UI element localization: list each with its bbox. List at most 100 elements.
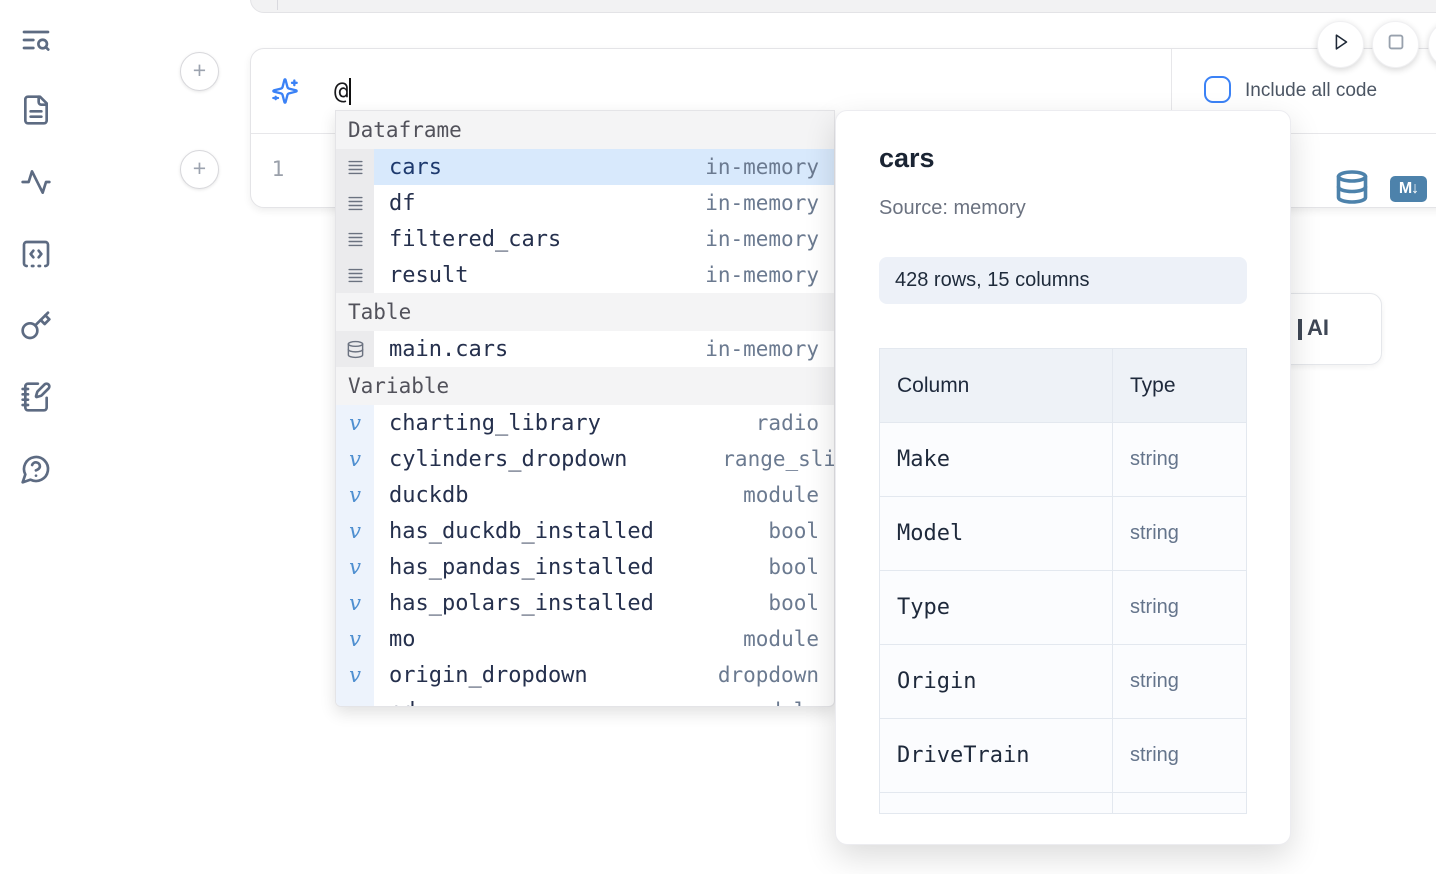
completion-item-meta: bool (768, 555, 819, 579)
completion-item-cars[interactable]: cars in-memory (336, 149, 834, 185)
completion-item-has-polars-installed[interactable]: v has_polars_installed bool (336, 585, 834, 621)
completion-item-df[interactable]: df in-memory (336, 185, 834, 221)
table-row: Type string (880, 571, 1246, 645)
completion-item-name: result (389, 262, 469, 288)
completion-item-name: df (389, 190, 416, 216)
schema-table: Column Type Make string Model string Typ… (879, 348, 1247, 814)
include-all-code-label: Include all code (1245, 80, 1378, 101)
sidebar-item-activity[interactable] (20, 166, 52, 198)
completion-item-name: has_polars_installed (389, 590, 654, 616)
database-icon (1334, 170, 1370, 209)
stop-button[interactable] (1372, 21, 1419, 68)
markdown-convert-button[interactable]: M↓ (1390, 176, 1427, 202)
completion-section-header: Dataframe (336, 111, 834, 149)
completion-item-cylinders-dropdown[interactable]: v cylinders_dropdown range_slider (336, 441, 834, 477)
completion-item-name: has_pandas_installed (389, 554, 654, 580)
completion-item-main-cars[interactable]: main.cars in-memory (336, 331, 834, 367)
completion-item-meta: in-memory (705, 337, 819, 361)
table-row: Origin string (880, 645, 1246, 719)
add-cell-button[interactable]: + (180, 52, 219, 91)
sidebar-item-snippets[interactable] (20, 238, 52, 270)
completion-item-meta: bool (768, 519, 819, 543)
completion-item-name: main.cars (389, 336, 509, 362)
notebook-pen-icon (20, 382, 52, 417)
completion-item-meta: range_slider (722, 447, 835, 471)
sidebar (0, 0, 72, 874)
variable-icon: v (336, 657, 374, 693)
variable-icon: v (336, 549, 374, 585)
sidebar-item-help[interactable] (20, 453, 52, 485)
file-text-icon (20, 95, 52, 130)
sidebar-item-search[interactable] (20, 24, 52, 56)
type-header: Type (1130, 373, 1176, 397)
preview-source: Source: memory (879, 197, 1026, 219)
completion-item-meta: in-memory (705, 191, 819, 215)
sparkles-icon (271, 77, 299, 105)
include-all-code-checkbox[interactable] (1204, 76, 1231, 103)
table-row: Make string (880, 423, 1246, 497)
run-cell-button[interactable] (1317, 21, 1364, 68)
completion-item-result[interactable]: result in-memory (336, 257, 834, 293)
completion-item-meta: radio (755, 411, 819, 435)
text-cursor (349, 77, 352, 105)
add-cell-button[interactable]: + (180, 150, 219, 189)
preview-title: cars (879, 143, 935, 173)
completion-item-name: pd (389, 699, 416, 707)
table-row-partial (880, 793, 1246, 813)
completion-item-origin-dropdown[interactable]: v origin_dropdown dropdown (336, 657, 834, 693)
completion-item-meta: module (743, 483, 819, 507)
previous-cell-gutter-divider (277, 0, 278, 10)
previous-cell-edge (250, 0, 1436, 13)
completion-item-has-pandas-installed[interactable]: v has_pandas_installed bool (336, 549, 834, 585)
variable-icon: v (336, 621, 374, 657)
completion-item-meta: dropdown (717, 663, 819, 687)
completion-item-mo[interactable]: v mo module (336, 621, 834, 657)
dataframe-icon (336, 257, 374, 293)
completion-popup: Dataframe cars in-memory df in-memory fi… (335, 110, 835, 707)
variable-icon: v (336, 477, 374, 513)
completion-item-name: has_duckdb_installed (389, 518, 654, 544)
completion-item-duckdb[interactable]: v duckdb module (336, 477, 834, 513)
ai-prompt-input[interactable]: @ (334, 49, 352, 133)
partial-letter (1298, 319, 1302, 340)
dataframe-icon (336, 185, 374, 221)
help-bubble-icon (20, 455, 52, 489)
completion-item-name: duckdb (389, 482, 469, 508)
prompt-text: @ (334, 77, 349, 105)
column-header: Column (880, 349, 1113, 422)
list-search-icon (20, 30, 52, 60)
variable-icon: v (336, 441, 374, 477)
sidebar-item-files[interactable] (20, 94, 52, 126)
completion-section-header: Variable (336, 367, 834, 405)
ai-label: AI (1307, 315, 1329, 340)
sidebar-item-scratchpad[interactable] (20, 381, 52, 413)
activity-icon (20, 170, 52, 202)
completion-item-filtered-cars[interactable]: filtered_cars in-memory (336, 221, 834, 257)
completion-item-charting-library[interactable]: v charting_library radio (336, 405, 834, 441)
completion-item-meta: module (743, 699, 819, 706)
completion-item-meta: in-memory (705, 263, 819, 287)
dataframe-icon (336, 149, 374, 185)
completion-item-name: origin_dropdown (389, 662, 588, 688)
completion-item-meta: in-memory (705, 227, 819, 251)
completion-item-meta: bool (768, 591, 819, 615)
completion-section-header: Table (336, 293, 834, 331)
completion-item-name: filtered_cars (389, 226, 562, 252)
completion-item-has-duckdb-installed[interactable]: v has_duckdb_installed bool (336, 513, 834, 549)
datasource-button[interactable] (1334, 169, 1370, 205)
prompt-options-section (1171, 49, 1436, 133)
play-icon (1330, 31, 1352, 58)
completion-item-name: charting_library (389, 410, 601, 436)
variable-icon: v (336, 405, 374, 441)
completion-item-name: mo (389, 626, 416, 652)
schema-header-row: Column Type (880, 349, 1246, 423)
completion-item-name: cylinders_dropdown (389, 446, 628, 472)
dataframe-icon (336, 221, 374, 257)
variable-icon: v (336, 513, 374, 549)
completion-item-meta: in-memory (705, 155, 819, 179)
completion-item-pd[interactable]: v pd module (336, 693, 834, 707)
code-square-icon (20, 240, 52, 274)
sidebar-item-secrets[interactable] (20, 310, 52, 342)
stop-square-icon (1385, 31, 1407, 58)
